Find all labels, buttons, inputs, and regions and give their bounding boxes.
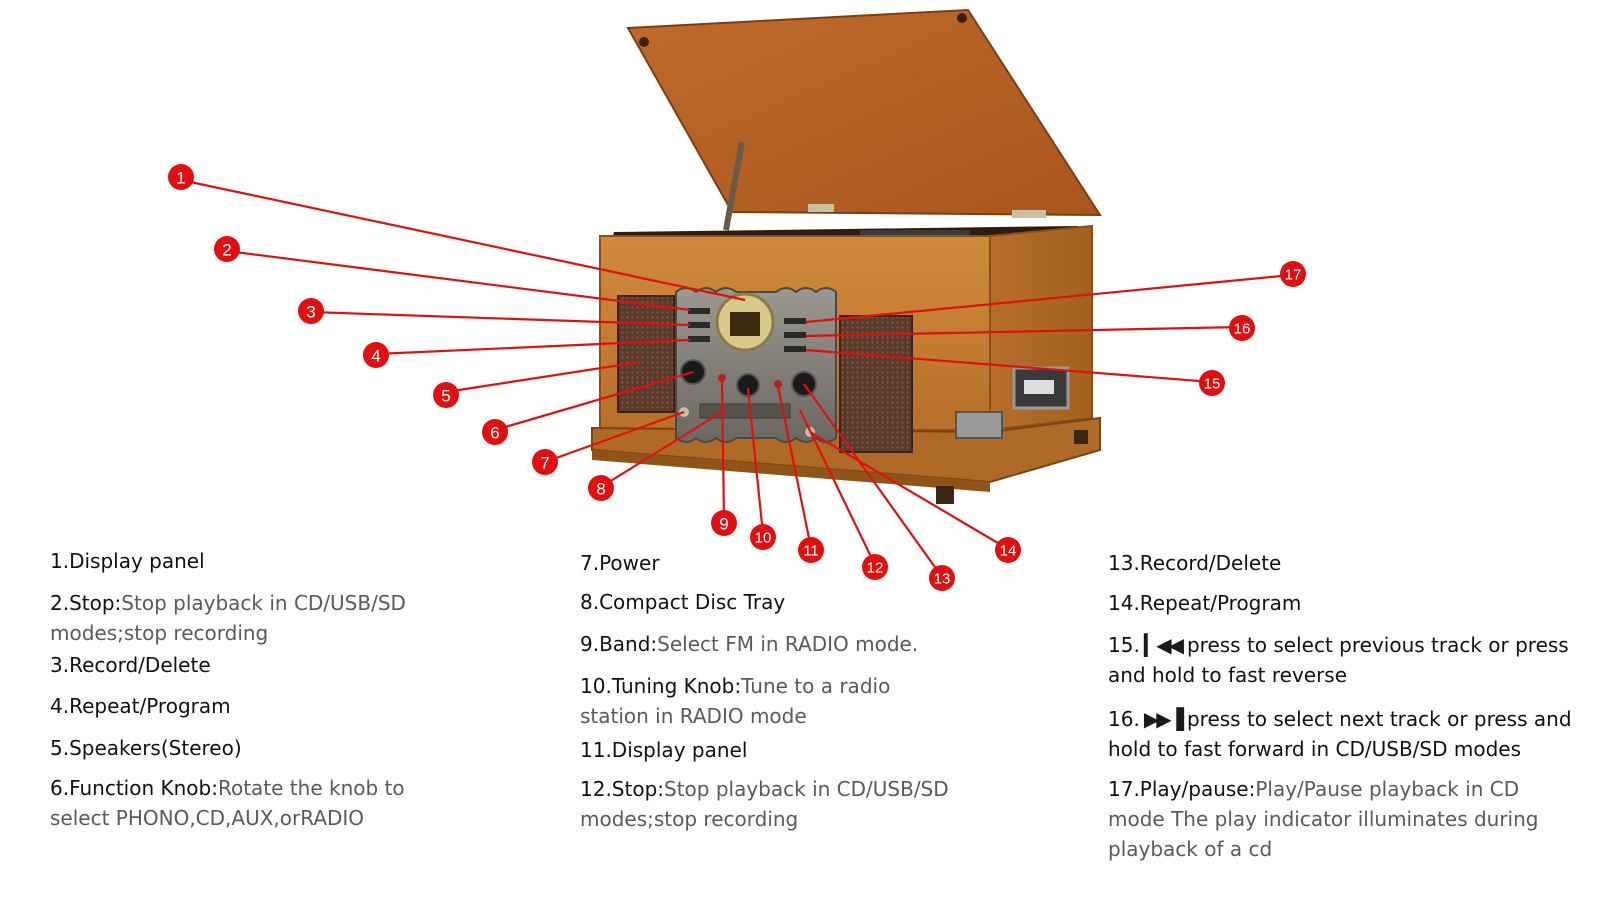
svg-text:16: 16 <box>1234 321 1251 338</box>
callout-9: 9 <box>711 510 737 536</box>
legend-item-1: 1.Display panel <box>50 549 205 573</box>
legend-item-2: 2.Stop:Stop playback in CD/USB/SD modes;… <box>50 591 406 645</box>
callout-15: 15 <box>1199 370 1225 396</box>
legend-item-9: 9.Band:Select FM in RADIO mode. <box>580 632 919 656</box>
legend-item-16: 16.▶▶▐press to select next track or pres… <box>1108 707 1572 761</box>
callout-13: 13 <box>929 565 955 591</box>
device-illustration <box>591 8 1102 504</box>
callout-2: 2 <box>214 236 240 262</box>
previous-track-icon: ▎◀◀ <box>1143 633 1184 657</box>
svg-text:15: 15 <box>1204 376 1221 393</box>
speaker-right <box>839 315 913 453</box>
svg-text:12: 12 <box>867 560 884 577</box>
lid <box>626 8 1102 217</box>
callout-4: 4 <box>363 342 389 368</box>
legend-item-17: 17.Play/pause:Play/Pause playback in CD … <box>1108 777 1539 861</box>
legend-item-7: 7.Power <box>580 551 660 575</box>
svg-text:8: 8 <box>596 480 605 499</box>
legend-item-14: 14.Repeat/Program <box>1108 591 1302 615</box>
svg-text:13: 13 <box>934 571 951 588</box>
svg-text:5: 5 <box>441 387 450 406</box>
legend-item-4: 4.Repeat/Program <box>50 694 231 718</box>
svg-text:17: 17 <box>1285 267 1302 284</box>
callout-1: 1 <box>168 164 194 190</box>
legend-item-11: 11.Display panel <box>580 738 748 762</box>
svg-text:14: 14 <box>1000 543 1017 560</box>
legend-item-5: 5.Speakers(Stereo) <box>50 736 242 760</box>
legend-item-10: 10.Tuning Knob:Tune to a radio station i… <box>580 674 891 728</box>
callout-lines <box>180 178 1293 578</box>
callout-3: 3 <box>298 298 324 324</box>
svg-text:4: 4 <box>371 347 380 366</box>
callout-6: 6 <box>482 419 508 445</box>
legend-item-12: 12.Stop:Stop playback in CD/USB/SD modes… <box>580 777 949 831</box>
callout-12: 12 <box>862 554 888 580</box>
callout-8: 8 <box>588 475 614 501</box>
callout-11: 11 <box>798 537 824 563</box>
svg-text:10: 10 <box>755 530 772 547</box>
callout-7: 7 <box>532 449 558 475</box>
legend-item-8: 8.Compact Disc Tray <box>580 590 786 614</box>
legend-item-13: 13.Record/Delete <box>1108 551 1282 575</box>
next-track-icon: ▶▶▐ <box>1143 707 1184 731</box>
svg-text:1: 1 <box>176 169 185 188</box>
svg-text:2: 2 <box>222 241 231 260</box>
callout-17: 17 <box>1280 261 1306 287</box>
svg-text:3: 3 <box>306 303 315 322</box>
legend-item-3: 3.Record/Delete <box>50 653 211 677</box>
callout-10: 10 <box>750 524 776 550</box>
legend-item-15: 15.▎◀◀press to select previous track or … <box>1108 633 1569 687</box>
speaker-left <box>617 295 675 413</box>
callout-14: 14 <box>995 537 1021 563</box>
legend-item-6: 6.Function Knob:Rotate the knob to selec… <box>50 776 405 830</box>
svg-text:11: 11 <box>803 543 819 560</box>
svg-text:7: 7 <box>540 454 549 473</box>
callout-16: 16 <box>1229 315 1255 341</box>
svg-text:9: 9 <box>719 515 728 534</box>
callout-5: 5 <box>433 382 459 408</box>
svg-text:6: 6 <box>490 424 499 443</box>
